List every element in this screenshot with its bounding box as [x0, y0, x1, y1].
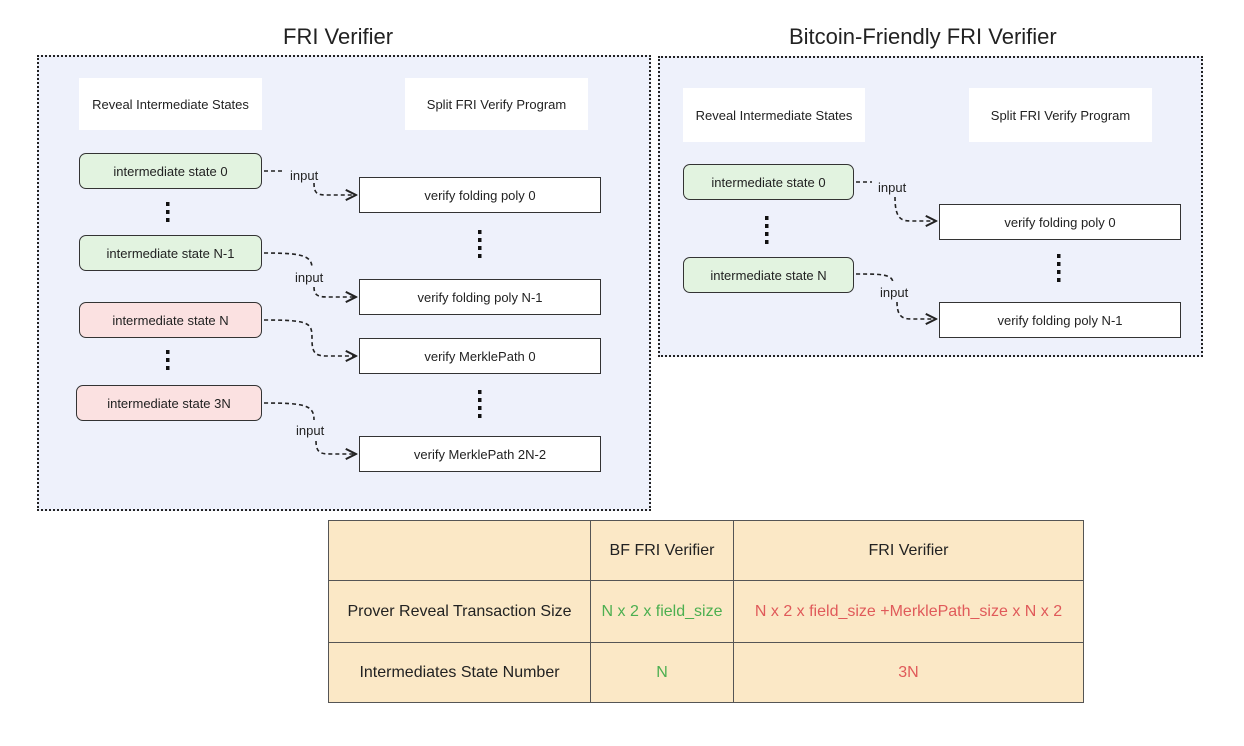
- row-count-fri: 3N: [733, 642, 1084, 703]
- left-prog-merkle-0: verify MerklePath 0: [359, 338, 601, 374]
- left-state-n: intermediate state N: [79, 302, 262, 338]
- left-input-label-3: input: [296, 423, 325, 438]
- right-header-reveal: Reveal Intermediate States: [683, 88, 865, 142]
- left-header-split: Split FRI Verify Program: [405, 78, 588, 130]
- left-state-n-minus-1: intermediate state N-1: [79, 235, 262, 271]
- right-header-split: Split FRI Verify Program: [969, 88, 1152, 142]
- right-prog-folding-n-minus-1: verify folding poly N-1: [939, 302, 1181, 338]
- left-state-0: intermediate state 0: [79, 153, 262, 189]
- table-header-row: BF FRI Verifier FRI Verifier: [328, 520, 1084, 581]
- row-label-count: Intermediates State Number: [328, 642, 591, 703]
- right-input-label-1: input: [878, 180, 907, 195]
- row-label-size: Prover Reveal Transaction Size: [328, 580, 591, 643]
- comparison-table: BF FRI Verifier FRI Verifier Prover Reve…: [328, 520, 1084, 703]
- row-size-bf: N x 2 x field_size: [590, 580, 734, 643]
- left-prog-merkle-2n-2: verify MerklePath 2N-2: [359, 436, 601, 472]
- row-size-fri: N x 2 x field_size +MerklePath_size x N …: [733, 580, 1084, 643]
- table-row: Prover Reveal Transaction Size N x 2 x f…: [328, 580, 1084, 643]
- table-row: Intermediates State Number N 3N: [328, 642, 1084, 703]
- table-header-fri: FRI Verifier: [733, 520, 1084, 581]
- right-input-label-2: input: [880, 285, 909, 300]
- right-prog-folding-0: verify folding poly 0: [939, 204, 1181, 240]
- left-prog-folding-n-minus-1: verify folding poly N-1: [359, 279, 601, 315]
- left-state-3n: intermediate state 3N: [76, 385, 262, 421]
- row-count-bf: N: [590, 642, 734, 703]
- table-header-bf: BF FRI Verifier: [590, 520, 734, 581]
- left-diagram-title: FRI Verifier: [283, 24, 394, 49]
- left-header-reveal: Reveal Intermediate States: [79, 78, 262, 130]
- left-prog-folding-0: verify folding poly 0: [359, 177, 601, 213]
- right-diagram-title: Bitcoin-Friendly FRI Verifier: [789, 24, 1057, 49]
- right-state-0: intermediate state 0: [683, 164, 854, 200]
- left-input-label-2: input: [295, 270, 324, 285]
- right-state-n: intermediate state N: [683, 257, 854, 293]
- left-input-label-1: input: [290, 168, 319, 183]
- table-header-empty: [328, 520, 591, 581]
